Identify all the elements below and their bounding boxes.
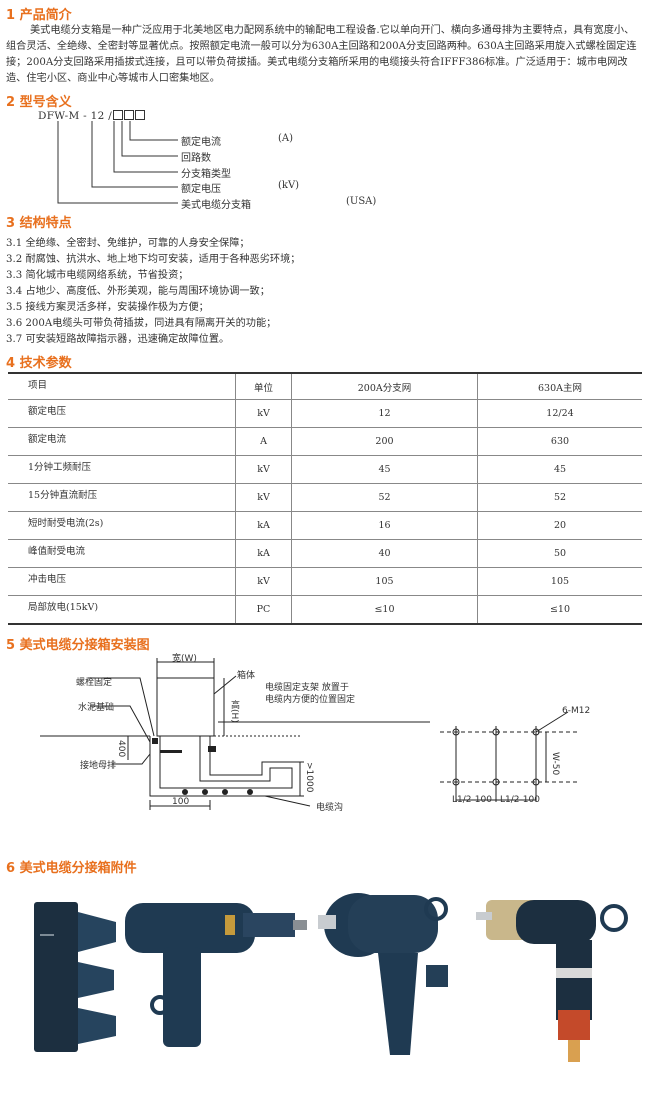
accessory-t-connector-photo [125, 903, 307, 1047]
legend-rated-voltage: 额定电压 [181, 184, 221, 195]
label-dim-400: 400 [116, 740, 126, 758]
section-heading-model: 2 型号含义 [6, 95, 72, 110]
cell-item: 1分钟工频耐压 [8, 455, 236, 484]
code-box-2 [124, 110, 135, 120]
legend-unit-kv: (kV) [278, 180, 300, 191]
accessory-elbow-connector-photo [318, 893, 448, 1055]
label-l1: L1/2-100 [452, 795, 492, 805]
cell-630a: 50 [477, 539, 642, 568]
section-heading-install: 5 美式电缆分接箱安装图 [6, 638, 150, 653]
cell-200a: 12 [291, 399, 478, 428]
cell-200a: ≤10 [291, 595, 478, 625]
cell-item: 15分钟直流耐压 [8, 483, 236, 512]
cell-630a: 105 [477, 567, 642, 596]
feature-item: 3.5 接线方案灵活多样，安装操作极为方便； [6, 302, 209, 313]
table-row: 冲击电压 kV 105 105 [8, 567, 642, 596]
legend-unit-a: (A) [278, 133, 294, 144]
cell-630a: 20 [477, 511, 642, 540]
table-row: 15分钟直流耐压 kV 52 52 [8, 483, 642, 512]
cell-item: 额定电流 [8, 427, 236, 456]
code-box-1 [113, 110, 124, 120]
legend-circuits: 回路数 [181, 153, 211, 164]
cell-630a: ≤10 [477, 595, 642, 625]
legend-unit-usa: (USA) [346, 196, 377, 207]
cell-item: 局部放电(15kV) [8, 595, 236, 625]
cell-200a: 52 [291, 483, 478, 512]
label-w50: W-50 [550, 752, 560, 776]
cell-630a: 52 [477, 483, 642, 512]
label-bracket: 电缆固定支架 放置于 电缆内方便的位置固定 [265, 683, 356, 705]
table-row: 额定电流 A 200 630 [8, 427, 642, 456]
cell-200a: 40 [291, 539, 478, 568]
cell-item: 短时耐受电流(2s) [8, 511, 236, 540]
cell-200a: 45 [291, 455, 478, 484]
cell-item: 峰值耐受电流 [8, 539, 236, 568]
table-row: 峰值耐受电流 kA 40 50 [8, 539, 642, 568]
section-heading-intro: 1 产品简介 [6, 8, 72, 23]
label-dim-1000: >1000 [304, 762, 314, 793]
cell-200a: 16 [291, 511, 478, 540]
legend-us-box: 美式电缆分支箱 [181, 200, 251, 211]
feature-item: 3.3 简化城市电缆网络系统，节省投资； [6, 270, 189, 281]
header-unit: 单位 [235, 372, 292, 400]
legend-box-type: 分支箱类型 [181, 169, 231, 180]
section-heading-accessories: 6 美式电缆分接箱附件 [6, 861, 137, 876]
legend-rated-current: 额定电流 [181, 137, 221, 148]
cell-unit: kA [235, 539, 292, 568]
accessory-cable-termination-photo [476, 900, 628, 1062]
code-box-3 [135, 110, 146, 120]
feature-item: 3.6 200A电缆头可带负荷插拔，同进具有隔离开关的功能； [6, 318, 277, 329]
label-ground-bar: 接地母排 [80, 761, 117, 771]
section-heading-features: 3 结构特点 [6, 216, 72, 231]
cell-unit: A [235, 427, 292, 456]
cell-item: 冲击电压 [8, 567, 236, 596]
feature-item: 3.4 占地少、高度低、外形美观，能与周围环境协调一致； [6, 286, 270, 297]
cell-unit: kV [235, 455, 292, 484]
label-bolts: 6-M12 [562, 706, 591, 716]
header-item: 项目 [8, 372, 236, 400]
feature-item: 3.7 可安装短路故障指示器，迅速确定故障位置。 [6, 334, 230, 345]
label-box: 箱体 [237, 671, 256, 681]
cell-unit: kV [235, 567, 292, 596]
table-row: 额定电压 kV 12 12/24 [8, 399, 642, 428]
table-row: 局部放电(15kV) PC ≤10 ≤10 [8, 595, 642, 625]
cell-unit: kV [235, 399, 292, 428]
cell-630a: 630 [477, 427, 642, 456]
header-200a: 200A分支网 [291, 372, 478, 400]
label-foundation: 水泥基础 [78, 703, 115, 713]
label-dim-100: 100 [172, 797, 190, 807]
section-heading-specs: 4 技术参数 [6, 356, 72, 371]
cell-unit: PC [235, 595, 292, 625]
feature-item: 3.1 全绝缘、全密封、免维护，可靠的人身安全保障； [6, 238, 250, 249]
label-height: 高(H) [229, 700, 239, 723]
cell-200a: 200 [291, 427, 478, 456]
spec-table: 项目 单位 200A分支网 630A主网 额定电压 kV 12 12/24 额定… [8, 372, 642, 625]
label-width: 宽(W) [172, 654, 197, 664]
cell-630a: 45 [477, 455, 642, 484]
cell-unit: kV [235, 483, 292, 512]
label-bolt-fix: 螺栓固定 [76, 678, 113, 688]
cell-200a: 105 [291, 567, 478, 596]
label-l2: L1/2-100 [500, 795, 540, 805]
intro-paragraph: 美式电缆分支箱是一种广泛应用于北美地区电力配网系统中的输配电工程设备.它以单向开… [6, 25, 637, 84]
cell-unit: kA [235, 511, 292, 540]
model-bracket-lines [57, 121, 178, 204]
table-row: 短时耐受电流(2s) kA 16 20 [8, 511, 642, 540]
model-code-text: DFW-M - 12 / [38, 110, 113, 122]
accessory-bushing-photo [34, 902, 116, 1052]
label-trench: 电缆沟 [316, 803, 344, 813]
header-630a: 630A主网 [477, 372, 642, 400]
spec-header-row: 项目 单位 200A分支网 630A主网 [8, 372, 642, 400]
feature-item: 3.2 耐腐蚀、抗洪水、地上地下均可安装，适用于各种恶劣环境； [6, 254, 301, 265]
cell-item: 额定电压 [8, 399, 236, 428]
model-code: DFW-M - 12 / [38, 110, 146, 122]
table-row: 1分钟工频耐压 kV 45 45 [8, 455, 642, 484]
installation-diagram [40, 658, 580, 810]
cell-630a: 12/24 [477, 399, 642, 428]
